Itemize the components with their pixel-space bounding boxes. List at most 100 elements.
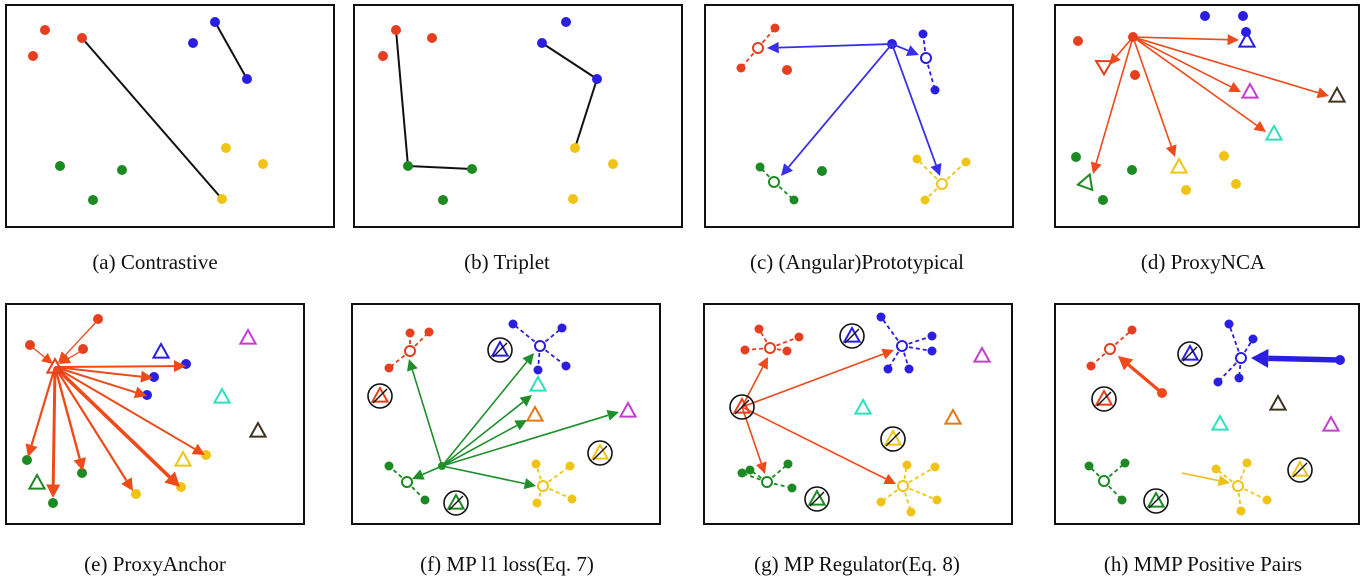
sample-point bbox=[1128, 32, 1138, 42]
dashed-link bbox=[542, 465, 571, 487]
arrow-head bbox=[1228, 81, 1241, 92]
arrow-shaft bbox=[778, 43, 893, 49]
arrow-shaft bbox=[54, 366, 136, 394]
sample-point bbox=[55, 161, 65, 171]
sample-point bbox=[754, 324, 764, 334]
sample-point bbox=[930, 85, 940, 95]
dashed-link bbox=[1109, 329, 1133, 350]
arrow-shaft bbox=[31, 346, 45, 358]
sample-point bbox=[1335, 355, 1345, 365]
arrow-head bbox=[73, 457, 86, 471]
proxy-triangle bbox=[1210, 413, 1230, 431]
sample-point bbox=[384, 363, 394, 373]
panel-frame bbox=[1054, 303, 1360, 525]
arrow-head bbox=[412, 469, 425, 480]
sample-point bbox=[783, 459, 793, 469]
sample-point bbox=[188, 38, 198, 48]
prototype-point bbox=[1098, 475, 1110, 487]
caption-e: (e) ProxyAnchor bbox=[84, 552, 226, 576]
sample-point bbox=[1238, 11, 1248, 21]
dashed-link bbox=[901, 335, 933, 347]
sample-point bbox=[755, 162, 765, 172]
arrow-head bbox=[881, 348, 894, 360]
proxy-triangle bbox=[1094, 388, 1114, 406]
panel-proxyanchor bbox=[5, 303, 305, 525]
masked-proxy-circle bbox=[1177, 341, 1203, 367]
panel-c-figure bbox=[704, 4, 1014, 228]
sample-point bbox=[883, 364, 893, 374]
panel-frame bbox=[703, 303, 1013, 525]
sample-point bbox=[906, 507, 916, 517]
prototype-point bbox=[896, 340, 908, 352]
proxy-triangle bbox=[1290, 459, 1310, 477]
panel-d-figure bbox=[1054, 4, 1360, 228]
arrow-head bbox=[59, 353, 72, 364]
dashed-link bbox=[925, 57, 936, 91]
panel-triplet bbox=[353, 4, 683, 228]
prototype-point bbox=[1104, 343, 1116, 355]
sample-point bbox=[1127, 325, 1137, 335]
dashed-link bbox=[916, 158, 943, 185]
masked-proxy-circle bbox=[729, 394, 755, 420]
prototype-point bbox=[936, 178, 948, 190]
sample-point bbox=[420, 495, 430, 505]
prototype-point bbox=[752, 42, 764, 54]
dashed-link bbox=[902, 485, 938, 501]
dashed-link bbox=[1237, 485, 1268, 501]
masked-proxy-slash bbox=[592, 445, 608, 461]
sample-point bbox=[22, 455, 32, 465]
proxy-triangle bbox=[842, 325, 862, 343]
caption-b: (b) Triplet bbox=[464, 250, 550, 274]
arrow-shaft bbox=[741, 406, 763, 464]
sample-point bbox=[1117, 495, 1127, 505]
proxy-triangle bbox=[1094, 59, 1114, 77]
sample-point bbox=[876, 497, 886, 507]
sample-point bbox=[405, 328, 415, 338]
panel-b-figure bbox=[353, 4, 683, 228]
arrow-head bbox=[1316, 87, 1329, 99]
sample-point bbox=[904, 364, 914, 374]
arrow-shaft bbox=[54, 366, 128, 482]
sample-point bbox=[210, 17, 220, 27]
masked-proxy-circle bbox=[880, 426, 906, 452]
sample-point bbox=[508, 319, 518, 329]
proxy-triangle bbox=[1268, 393, 1288, 411]
sample-point bbox=[77, 468, 87, 478]
proxy-triangle bbox=[1327, 85, 1347, 103]
arrow-head bbox=[905, 45, 919, 56]
prototype-point bbox=[1235, 352, 1247, 364]
prototype-point bbox=[1232, 480, 1244, 492]
sample-point bbox=[258, 159, 268, 169]
sample-point bbox=[736, 63, 746, 73]
sample-point bbox=[930, 462, 940, 472]
masked-proxy-slash bbox=[1096, 391, 1112, 407]
sample-point bbox=[384, 461, 394, 471]
arrow-head bbox=[756, 461, 767, 474]
sample-point bbox=[424, 327, 434, 337]
arrow-shaft bbox=[891, 43, 909, 52]
panel-proxynca bbox=[1054, 4, 1360, 228]
dashed-link bbox=[941, 161, 967, 185]
proxy-triangle bbox=[853, 397, 873, 415]
pair-link bbox=[214, 21, 248, 80]
sample-point bbox=[932, 495, 942, 505]
masked-proxy-circle bbox=[367, 383, 393, 409]
arrow-head bbox=[1251, 348, 1269, 368]
arrow-shaft bbox=[51, 366, 57, 485]
arrow-shaft bbox=[741, 366, 764, 408]
arrow-head bbox=[523, 478, 536, 490]
arrow-shaft bbox=[54, 365, 175, 368]
sample-point bbox=[149, 372, 159, 382]
prototype-point bbox=[768, 176, 780, 188]
proxy-triangle bbox=[370, 385, 390, 403]
arrow-head bbox=[46, 484, 61, 498]
sample-point bbox=[961, 157, 971, 167]
sample-point bbox=[787, 483, 797, 493]
sample-point bbox=[1242, 458, 1252, 468]
sample-point bbox=[378, 51, 388, 61]
arrow-shaft bbox=[441, 361, 528, 467]
pair-link bbox=[407, 165, 473, 170]
proxy-triangle bbox=[1321, 414, 1341, 432]
prototype-point bbox=[761, 476, 773, 488]
arrow-shaft bbox=[68, 349, 84, 360]
